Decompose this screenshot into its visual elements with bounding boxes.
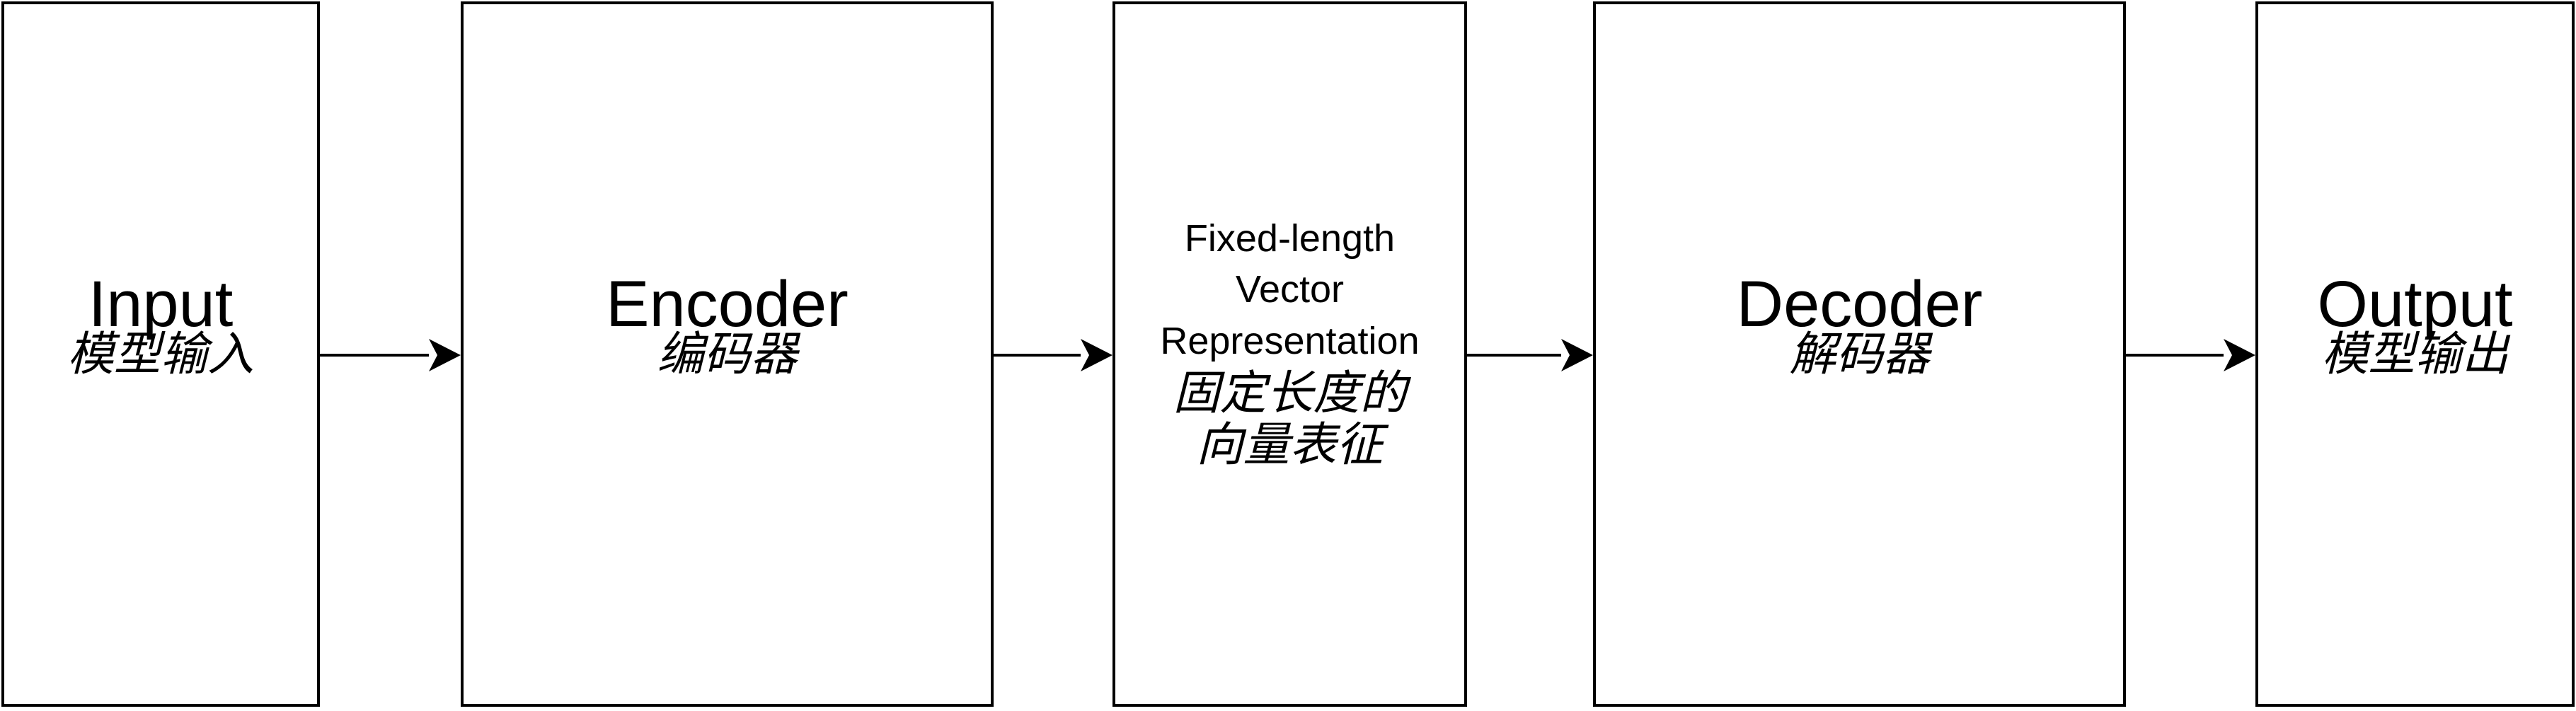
- edge-encoder-vector: [994, 339, 1112, 371]
- vector-title: Fixed-length Vector Representation: [1160, 216, 1420, 363]
- vector-node: Fixed-length Vector Representation 固定长度的…: [1112, 1, 1467, 707]
- output-node: Output 模型输出: [2255, 1, 2575, 707]
- edge-decoder-output: [2126, 339, 2255, 371]
- vector-subtitle: 固定长度的 向量表征: [1173, 366, 1407, 470]
- encoder-node: Encoder 编码器: [461, 1, 994, 707]
- output-title: Output: [2317, 268, 2513, 341]
- output-subtitle: 模型输出: [2321, 328, 2509, 381]
- arrowhead-icon: [429, 339, 461, 371]
- decoder-subtitle: 解码器: [1789, 328, 1930, 381]
- encoder-subtitle: 编码器: [657, 328, 798, 381]
- edge-input-encoder: [320, 339, 461, 371]
- arrowhead-icon: [2224, 339, 2255, 371]
- decoder-node: Decoder 解码器: [1593, 1, 2126, 707]
- input-title: Input: [88, 268, 234, 341]
- input-subtitle: 模型输入: [67, 328, 254, 381]
- input-node: Input 模型输入: [1, 1, 320, 707]
- edge-vector-decoder: [1467, 339, 1593, 371]
- decoder-title: Decoder: [1736, 268, 1983, 341]
- arrowhead-icon: [1561, 339, 1593, 371]
- encoder-title: Encoder: [606, 268, 849, 341]
- arrowhead-icon: [1081, 339, 1112, 371]
